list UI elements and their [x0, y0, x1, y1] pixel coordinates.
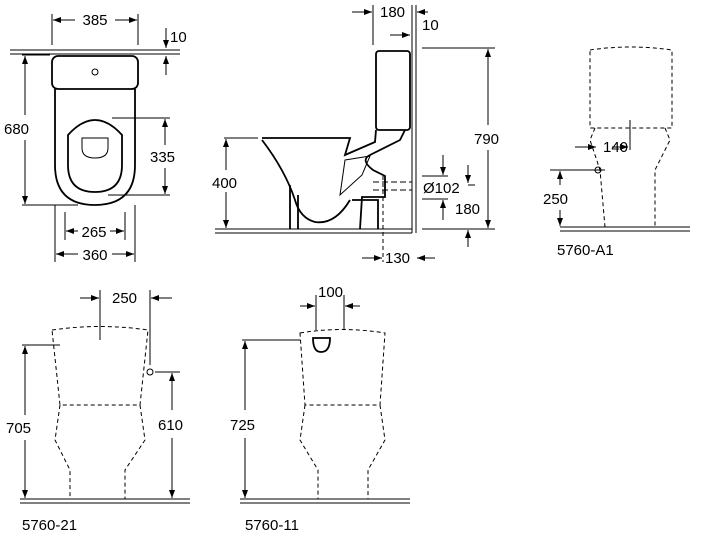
model-label-21: 5760-21 [22, 517, 77, 534]
dim-inlet-height-21: 610 [158, 417, 183, 434]
dim-wall-gap-side: 10 [422, 17, 439, 34]
dim-tank-depth: 180 [380, 4, 405, 21]
dim-seat-height: 400 [212, 175, 237, 192]
bowl-outline [54, 89, 136, 206]
dim-outlet-wall: 130 [385, 250, 410, 267]
view-5760-21: 250 705 610 5760-21 [6, 290, 190, 534]
view-5760-11: 100 725 5760-11 [230, 284, 410, 534]
bowl-side [261, 129, 406, 230]
model-label-11: 5760-11 [245, 517, 299, 534]
top-view: 385 10 680 335 265 360 [4, 12, 187, 264]
dim-wall-gap: 10 [170, 29, 187, 46]
dim-width-tank: 385 [82, 12, 107, 29]
dim-height-11: 725 [230, 417, 255, 434]
dim-height-21: 705 [6, 420, 31, 437]
side-view: 180 10 400 790 Ø102 180 130 [212, 4, 499, 267]
dim-outlet-height: 180 [455, 201, 480, 218]
model-label-a1: 5760-A1 [557, 242, 614, 259]
view-5760-a1: 140 250 5760-A1 [543, 46, 690, 259]
tank-side [375, 50, 411, 131]
dim-depth: 680 [4, 121, 29, 138]
rear-inlet-icon [312, 337, 331, 353]
dim-seat-depth: 335 [150, 149, 175, 166]
dim-inlet-offset-21: 250 [112, 290, 137, 307]
dim-width-bowl: 360 [82, 247, 107, 264]
dim-outlet-diameter: Ø102 [423, 180, 460, 197]
tank-top [51, 55, 139, 90]
dim-inlet-offset-11: 100 [318, 284, 343, 301]
dim-inlet-offset-a1: 140 [603, 139, 628, 156]
dim-inlet-height-a1: 250 [543, 191, 568, 208]
water-inlet-icon [146, 368, 154, 376]
seat [67, 119, 123, 193]
dim-total-height: 790 [474, 131, 499, 148]
dim-bolt-spacing: 265 [81, 224, 106, 241]
